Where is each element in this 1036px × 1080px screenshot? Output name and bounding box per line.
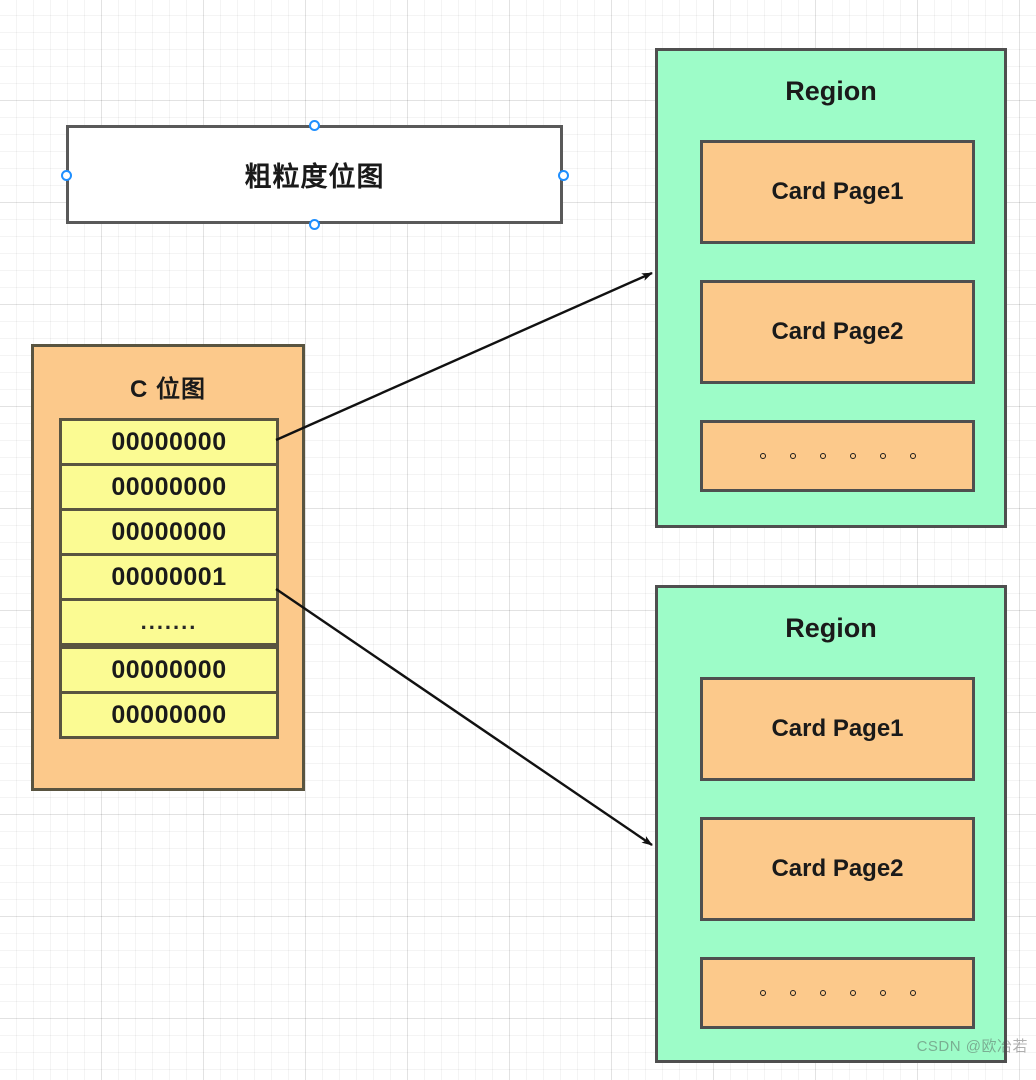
region-title: Region [785, 613, 877, 643]
bitmap-row[interactable]: 00000000 [59, 508, 279, 556]
region-title: Region [785, 76, 877, 106]
dot-icon [759, 990, 766, 996]
card-page-ellipsis-box[interactable] [700, 420, 975, 492]
dot-icon [789, 990, 796, 996]
card-page-box[interactable]: Card Page2 [700, 280, 975, 384]
dot-icon [849, 453, 856, 459]
bitmap-row[interactable]: 00000001 [59, 553, 279, 601]
dot-icon [879, 990, 886, 996]
bitmap-row[interactable]: 00000000 [59, 691, 279, 739]
card-page-box[interactable]: Card Page1 [700, 140, 975, 244]
bitmap-row-ellipsis[interactable]: ....... [59, 598, 279, 646]
c-bitmap-row-list: 00000000 00000000 00000000 00000001 ....… [59, 418, 279, 739]
bitmap-row[interactable]: 00000000 [59, 418, 279, 466]
bitmap-row[interactable]: 00000000 [59, 646, 279, 694]
region-box-top[interactable]: Region Card Page1 Card Page2 [655, 48, 1007, 528]
dot-icon [819, 990, 826, 996]
resize-handle-top[interactable] [308, 119, 320, 131]
bitmap-row[interactable]: 00000000 [59, 463, 279, 511]
region-card-list: Card Page1 Card Page2 [700, 140, 975, 492]
arrow-bitmap-to-region-bottom [275, 588, 653, 846]
title-box-label: 粗粒度位图 [244, 162, 385, 192]
resize-handle-bottom[interactable] [308, 218, 320, 230]
coarse-grained-bitmap-title-box[interactable]: 粗粒度位图 [66, 125, 563, 224]
dot-icon [849, 990, 856, 996]
c-bitmap-title: C 位图 [130, 376, 206, 403]
ellipsis-dots [759, 990, 916, 996]
arrow-bitmap-to-region-top [275, 271, 653, 442]
resize-handle-right[interactable] [557, 169, 569, 181]
region-card-list: Card Page1 Card Page2 [700, 677, 975, 1029]
resize-handle-left[interactable] [60, 169, 72, 181]
csdn-watermark: CSDN @欧冶若 [916, 1038, 1028, 1055]
dot-icon [789, 453, 796, 459]
region-box-bottom[interactable]: Region Card Page1 Card Page2 [655, 585, 1007, 1063]
dot-icon [909, 990, 916, 996]
dot-icon [909, 453, 916, 459]
dot-icon [759, 453, 766, 459]
dot-icon [879, 453, 886, 459]
card-page-ellipsis-box[interactable] [700, 957, 975, 1029]
card-page-box[interactable]: Card Page2 [700, 817, 975, 921]
dot-icon [819, 453, 826, 459]
c-bitmap-box[interactable]: C 位图 00000000 00000000 00000000 00000001… [31, 344, 305, 791]
ellipsis-dots [759, 453, 916, 459]
card-page-box[interactable]: Card Page1 [700, 677, 975, 781]
